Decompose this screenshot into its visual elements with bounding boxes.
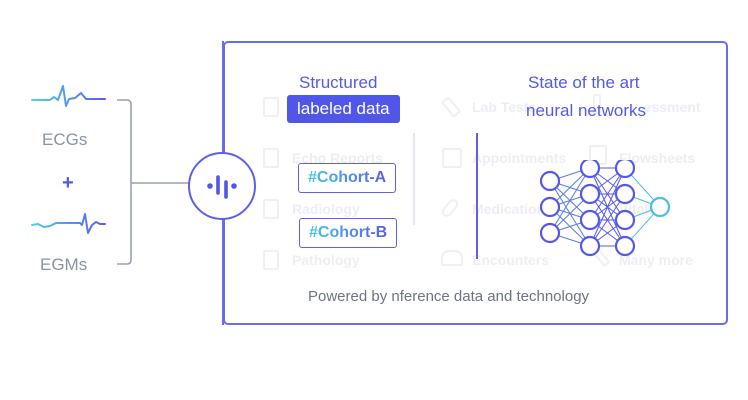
nn-node — [614, 183, 636, 205]
category-echo-reports: Echo Reports — [292, 150, 384, 166]
structured-divider — [413, 133, 415, 225]
cohort-a-name: Cohort-A — [316, 169, 387, 186]
neural-network-icon — [539, 160, 671, 257]
footer-caption: Powered by nference data and technology — [308, 288, 590, 305]
cohort-hash: # — [308, 169, 317, 186]
nn-node — [614, 209, 636, 231]
structured-title: Structured — [299, 73, 378, 92]
labeled-data-badge: labeled data — [287, 95, 400, 123]
cohort-a-tag: #Cohort-A — [298, 163, 397, 193]
nn-node — [579, 209, 601, 231]
neural-title-line1: State of the art — [528, 73, 640, 92]
cohort-hash: # — [309, 224, 318, 241]
category-medications: Medications — [472, 201, 553, 217]
category-encounters: Encounters — [472, 252, 550, 268]
nn-node — [539, 196, 561, 218]
category-pathology: Pathology — [292, 252, 360, 268]
category-flowsheets: Flowsheets — [619, 150, 696, 166]
nn-connection — [589, 167, 626, 221]
egm-waveform-icon — [31, 213, 106, 234]
egms-label: EGMs — [40, 255, 88, 274]
neural-divider — [476, 133, 478, 259]
plus-sign: + — [62, 172, 74, 194]
ecgs-label: ECGs — [42, 130, 88, 149]
neural-title-line2: neural networks — [526, 101, 647, 120]
nn-node — [614, 235, 636, 257]
nn-node — [579, 183, 601, 205]
nn-connection — [589, 167, 626, 247]
clipboard-icon — [263, 199, 279, 219]
audio-signal-icon — [207, 175, 237, 199]
nn-node — [539, 170, 561, 192]
calendar-icon — [442, 148, 462, 168]
category-appointments: Appointments — [472, 150, 567, 166]
category-lab-tests: Lab Tests — [472, 99, 537, 115]
nn-node — [614, 160, 636, 179]
category-many-more: Many more — [619, 252, 693, 268]
clipboard-icon — [263, 148, 279, 168]
ecg-waveform-icon — [31, 85, 106, 107]
nn-node — [579, 235, 601, 257]
nn-node — [539, 222, 561, 244]
clipboard-icon — [263, 250, 279, 270]
thermometer-icon — [593, 94, 601, 114]
cohort-b-name: Cohort-B — [317, 224, 388, 241]
nn-connection — [589, 193, 626, 247]
bracket-connector — [117, 99, 189, 265]
cohort-b-tag: #Cohort-B — [299, 218, 398, 248]
nn-connection — [549, 167, 591, 234]
category-assessment: Assessment — [618, 99, 701, 115]
category-radiology: Radiology — [292, 201, 360, 217]
people-icon — [441, 250, 463, 266]
hub-circle — [188, 152, 256, 220]
clipboard-icon — [263, 97, 279, 117]
nn-node — [649, 196, 671, 218]
nn-node — [579, 160, 601, 179]
